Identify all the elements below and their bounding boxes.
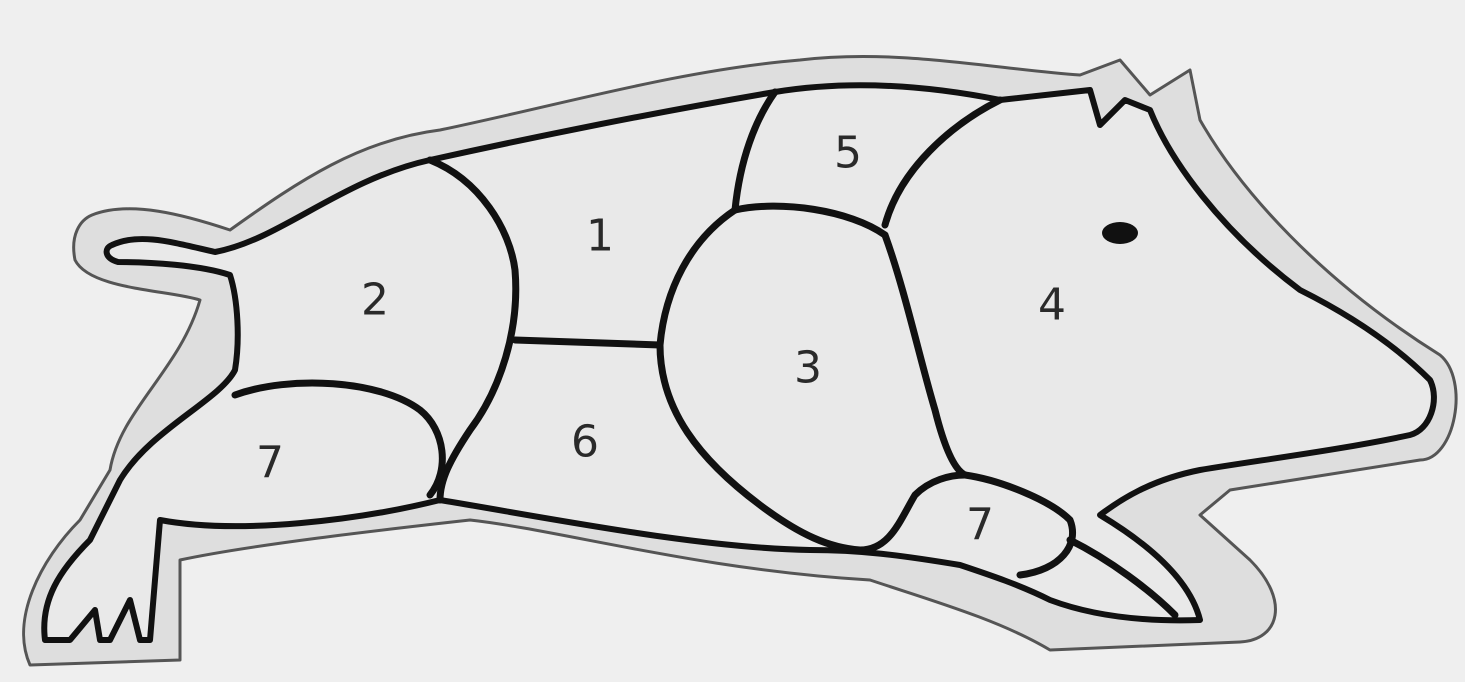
- cut-label-4: 4: [1038, 280, 1066, 331]
- cut-label-5: 5: [834, 128, 862, 179]
- cut-label-7-hind: 7: [256, 438, 284, 489]
- cut-label-7-fore: 7: [966, 500, 994, 551]
- cut-label-2: 2: [361, 275, 389, 326]
- cut-label-1: 1: [586, 211, 614, 262]
- cut-label-6: 6: [571, 417, 599, 468]
- cut-label-3: 3: [794, 343, 822, 394]
- eye-icon: [1102, 222, 1138, 244]
